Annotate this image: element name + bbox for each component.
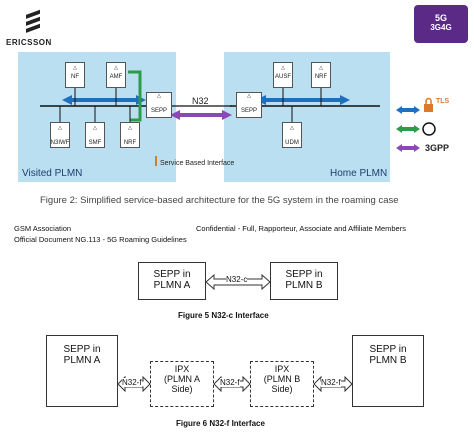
visited-nf-label-2: N3IWF (50, 140, 70, 146)
fig6-sepp-a-line2: PLMN A (63, 355, 101, 366)
ausf-icon: △ (273, 62, 293, 88)
fig5-sepp-b-line2: PLMN B (285, 280, 323, 291)
fig6-ipx-a-line1: IPX (174, 364, 190, 374)
visited-nf-label-4: NRF (123, 140, 137, 146)
5g-badge: 5G 3G4G (414, 5, 468, 43)
figure-5-caption: Figure 5 N32-c Interface (178, 311, 269, 320)
amf-icon: △ (106, 62, 126, 88)
fig6-ipx-a-box: IPX (PLMN A Side) (150, 361, 214, 407)
visited-plmn-label: Visited PLMN (22, 168, 83, 179)
udm-icon: △ (282, 122, 302, 148)
sepp-left-label: SEPP (150, 108, 167, 114)
home-nrf-icon: △ (311, 62, 331, 88)
ericsson-logo-icon (26, 9, 40, 33)
badge-top: 5G (434, 13, 447, 23)
3gpp-label: 3GPP (425, 143, 450, 153)
fig5-sepp-a-line2: PLMN A (153, 280, 191, 291)
home-nf-label-0: AUSF (274, 74, 291, 80)
fig6-interface-label-1: N32-f (122, 378, 142, 387)
fig6-sepp-a-line1: SEPP in (63, 344, 101, 355)
visited-nf-label-3: SMF (88, 140, 102, 146)
fig6-sepp-a-box: SEPP in PLMN A (46, 335, 118, 407)
fig5-sepp-a-box: SEPP in PLMN A (138, 262, 206, 300)
home-nf-label-1: NRF (314, 74, 328, 80)
brand-name: ERICSSON (6, 38, 52, 47)
figure-2-caption: Figure 2: Simplified service-based archi… (40, 195, 399, 206)
fig6-ipx-a-line2: (PLMN A (163, 374, 200, 384)
nrf-icon: △ (120, 122, 140, 148)
fig5-interface-label: N32-c (226, 275, 248, 284)
home-plmn-label: Home PLMN (330, 168, 388, 179)
tls-label: TLS (436, 98, 450, 105)
fig6-ipx-b-line3: Side) (271, 384, 293, 394)
figure-6-caption: Figure 6 N32-f Interface (176, 419, 265, 428)
n3iwf-icon: △ (50, 122, 70, 148)
fig6-sepp-b-line2: PLMN B (369, 355, 407, 366)
fig6-ipx-a-line3: Side) (171, 384, 193, 394)
fig6-sepp-b-line1: SEPP in (369, 344, 407, 355)
smf-icon: △ (85, 122, 105, 148)
fig6-sepp-b-box: SEPP in PLMN B (352, 335, 424, 407)
nf-icon: △ (65, 62, 85, 88)
fig5-sepp-b-box: SEPP in PLMN B (270, 262, 338, 300)
visited-nf-label-1: AMF (109, 74, 123, 80)
fig6-ipx-b-line1: IPX (274, 364, 290, 374)
classification: Confidential - Full, Rapporteur, Associa… (196, 224, 406, 233)
visited-nf-label-0: NF (71, 74, 79, 80)
sbi-label: Service Based Interface (160, 160, 235, 167)
green-path (128, 70, 142, 122)
fig6-ipx-b-line2: (PLMN B (263, 374, 301, 384)
n32-label: N32 (192, 96, 209, 106)
sepp-right-label: SEPP (240, 108, 257, 114)
org-name: GSM Association (14, 224, 72, 233)
document-title: Official Document NG.113 - 5G Roaming Gu… (14, 235, 187, 244)
fig5-sepp-a-line1: SEPP in (153, 269, 191, 280)
sepp-right-icon: △ (236, 92, 262, 118)
fig5-sepp-b-line1: SEPP in (285, 269, 323, 280)
badge-bottom: 3G4G (430, 23, 452, 32)
fig6-interface-label-3: N32-f (321, 378, 341, 387)
sepp-left-icon: △ (146, 92, 172, 118)
fig6-ipx-b-box: IPX (PLMN B Side) (250, 361, 314, 407)
home-nf-label-2: UDM (285, 140, 299, 146)
fig6-interface-label-2: N32-f (220, 378, 240, 387)
